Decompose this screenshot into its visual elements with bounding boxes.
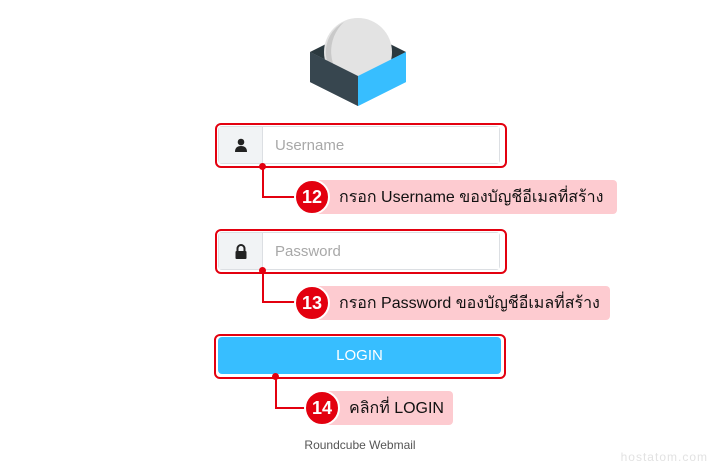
- password-input[interactable]: [263, 233, 499, 269]
- callout-text: กรอก Username ของบัญชีอีเมลที่สร้าง: [339, 188, 604, 206]
- callout-line: [262, 270, 264, 303]
- callout-label: กรอก Password ของบัญชีอีเมลที่สร้าง: [315, 286, 610, 320]
- username-field-group: [218, 126, 500, 164]
- roundcube-logo: [310, 18, 406, 106]
- step-badge: 12: [294, 179, 330, 215]
- callout-label: คลิกที่ LOGIN: [325, 391, 453, 425]
- watermark: hostatom.com: [620, 450, 708, 464]
- footer-text: Roundcube Webmail: [304, 438, 416, 452]
- lock-icon: [219, 233, 263, 269]
- callout-line: [262, 301, 298, 303]
- callout-line: [275, 376, 277, 409]
- password-highlight: [215, 229, 507, 274]
- user-icon: [219, 127, 263, 163]
- callout-label: กรอก Username ของบัญชีอีเมลที่สร้าง: [315, 180, 617, 214]
- username-highlight: [215, 123, 507, 168]
- username-input[interactable]: [263, 127, 499, 163]
- callout-text: กรอก Password ของบัญชีอีเมลที่สร้าง: [339, 294, 600, 312]
- login-highlight: [214, 334, 506, 379]
- login-button[interactable]: LOGIN: [218, 337, 501, 374]
- callout-line: [262, 166, 264, 198]
- callout-line: [262, 196, 298, 198]
- callout-text: คลิกที่ LOGIN: [349, 399, 444, 417]
- password-field-group: [218, 232, 500, 270]
- callout-line: [275, 407, 310, 409]
- step-badge: 13: [294, 285, 330, 321]
- step-badge: 14: [304, 390, 340, 426]
